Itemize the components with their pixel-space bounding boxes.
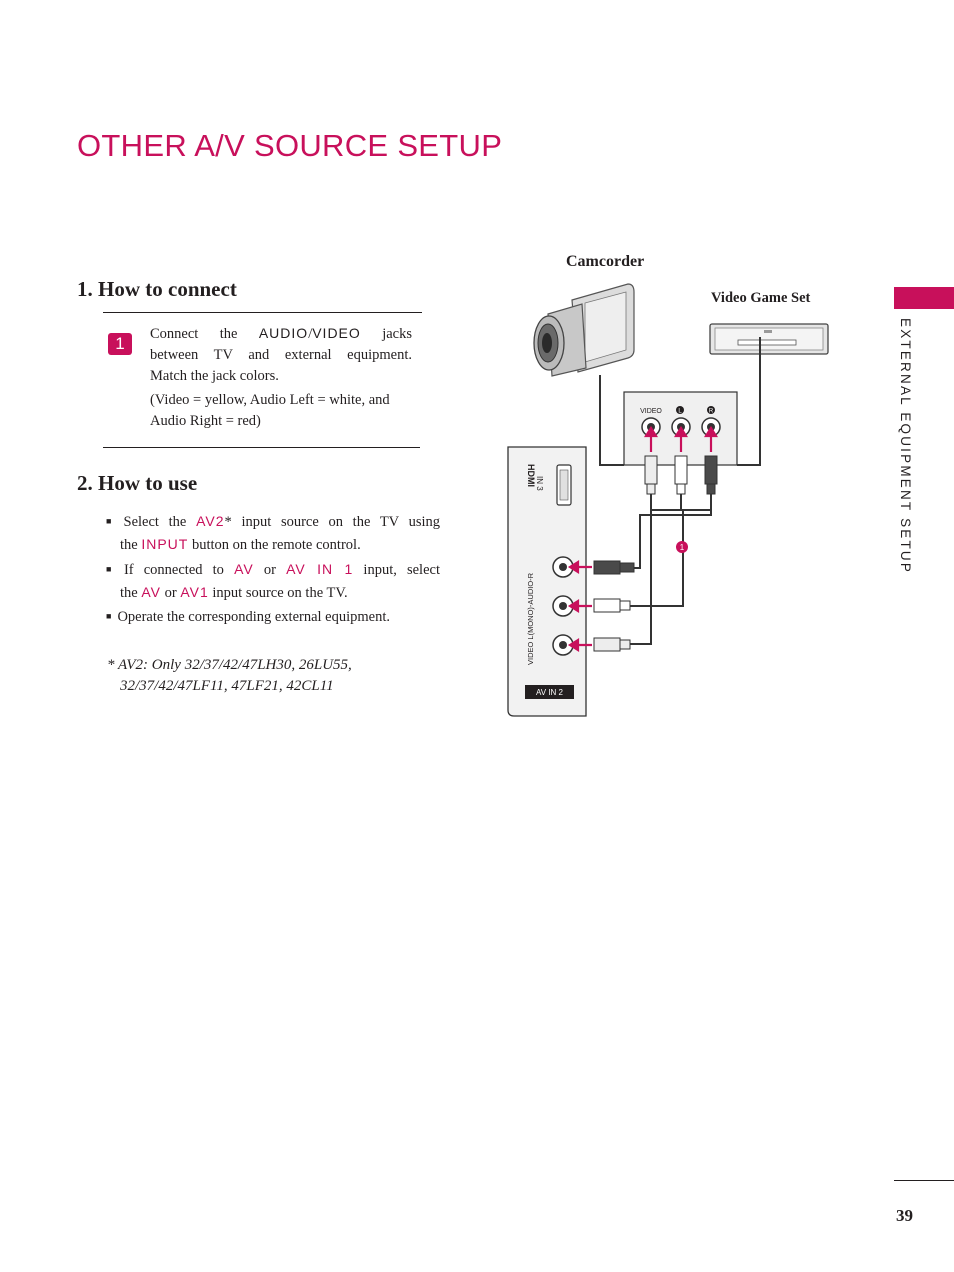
or-text: or [253,562,287,578]
video-keyword: VIDEO [312,325,361,341]
bullet-1-line-1: ■ Select the AV2* input source on the TV … [106,511,440,534]
connection-marker-badge [676,541,688,553]
av-in-2-label: AV IN 2 [536,688,564,697]
device-left-jack-letter: L [678,409,682,415]
bullet-marker: ■ [106,611,112,621]
camcorder-label: Camcorder [566,253,645,270]
bullet2-l2-text: the [120,585,142,601]
input-keyword: INPUT [141,536,189,552]
bullet-marker: ■ [106,516,118,526]
or-text: or [160,585,181,601]
av-keyword: AV [234,561,254,577]
slash: / [308,326,313,342]
bullet3-text: Operate the corresponding external equip… [117,609,391,625]
side-tab-marker [894,287,954,309]
how-to-use-list: ■ Select the AV2* input source on the TV … [106,511,440,629]
av-in-1-keyword: AV IN 1 [286,561,354,577]
page-number-rule [894,1180,954,1181]
video-game-set-label: Video Game Set [711,290,811,306]
connect-line-1: Connect the AUDIO/VIDEO jacks [150,323,412,345]
device-left-jack-badge [676,406,684,414]
footnote-line-1: * AV2: Only 32/37/42/47LH30, 26LU55, [107,657,352,673]
side-tab-text: EXTERNAL EQUIPMENT SETUP [898,318,913,575]
tv-connection-arrows [567,560,592,652]
bullet-2-line-1: ■ If connected to AV or AV IN 1 input, se… [106,559,440,582]
bullet1-l2-text-post: button on the remote control. [188,537,361,553]
bullet-3: ■ Operate the corresponding external equi… [106,607,440,629]
step-number-badge: 1 [108,333,132,355]
bullet-marker: ■ [106,564,118,574]
tv-back-panel: HDMI IN 3 VIDEO L(MONO)-AUDIO-R AV IN 2 [507,446,587,717]
bullet1-l2-text: the [120,537,142,553]
av-keyword: AV [141,584,161,600]
camcorder-illustration [533,283,635,377]
av2-keyword: AV2 [196,513,225,529]
connect-line-3: Match the jack colors. [150,368,279,384]
bullet1-text-post: * input source on the TV using [224,514,441,530]
color-note-line-2: Audio Right = red) [150,413,261,429]
page-title: OTHER A/V SOURCE SETUP [77,128,503,163]
color-note-line-1: (Video = yellow, Audio Left = white, and [150,392,390,408]
connect-text: Connect the [150,326,259,342]
device-plugs [644,455,718,495]
bullet2-text: If connected to [123,562,235,578]
section1-top-rule [103,312,422,313]
hdmi-in-label: IN 3 [535,476,544,491]
av-cables [624,494,712,645]
connect-instructions: Connect the AUDIO/VIDEO jacks between TV… [150,323,412,432]
section-heading-how-to-use: 2. How to use [77,471,198,495]
page-number: 39 [896,1206,913,1225]
connection-diagram: VIDEO L R 1 HDMI IN 3 VIDEO L(MONO)-A [507,283,829,717]
device-cables [599,337,761,466]
jacks-text: jacks [360,326,412,342]
footnote: * AV2: Only 32/37/42/47LH30, 26LU55, 32/… [107,655,352,697]
device-connection-arrows [644,425,718,452]
hdmi-logo-text: HDMI [526,464,536,487]
bullet2-text-post: input, select [353,562,440,578]
connection-marker-number: 1 [680,543,685,552]
av1-keyword: AV1 [180,584,209,600]
connect-line-2: between TV and external equipment. [150,347,412,363]
bullet-1-line-2: the INPUT button on the remote control. [106,534,440,556]
device-right-jack-letter: R [709,409,714,415]
section-heading-how-to-connect: 1. How to connect [77,277,237,301]
audio-keyword: AUDIO [258,325,309,341]
tv-plugs [593,560,635,652]
side-tab-label: EXTERNAL EQUIPMENT SETUP [895,318,915,578]
device-right-jack-badge [707,406,715,414]
bullet2-l2-text-post: input source on the TV. [208,585,348,601]
bullet1-text: Select the [123,514,197,530]
device-video-jack-label: VIDEO [640,408,662,415]
video-game-set-illustration [709,323,829,355]
footnote-line-2: 32/37/42/47LF11, 47LF21, 42CL11 [120,678,334,694]
av-jack-label: VIDEO L(MONO)-AUDIO-R [526,572,535,665]
section1-bottom-rule [103,447,420,448]
bullet-2-line-2: the AV or AV1 input source on the TV. [106,582,440,604]
